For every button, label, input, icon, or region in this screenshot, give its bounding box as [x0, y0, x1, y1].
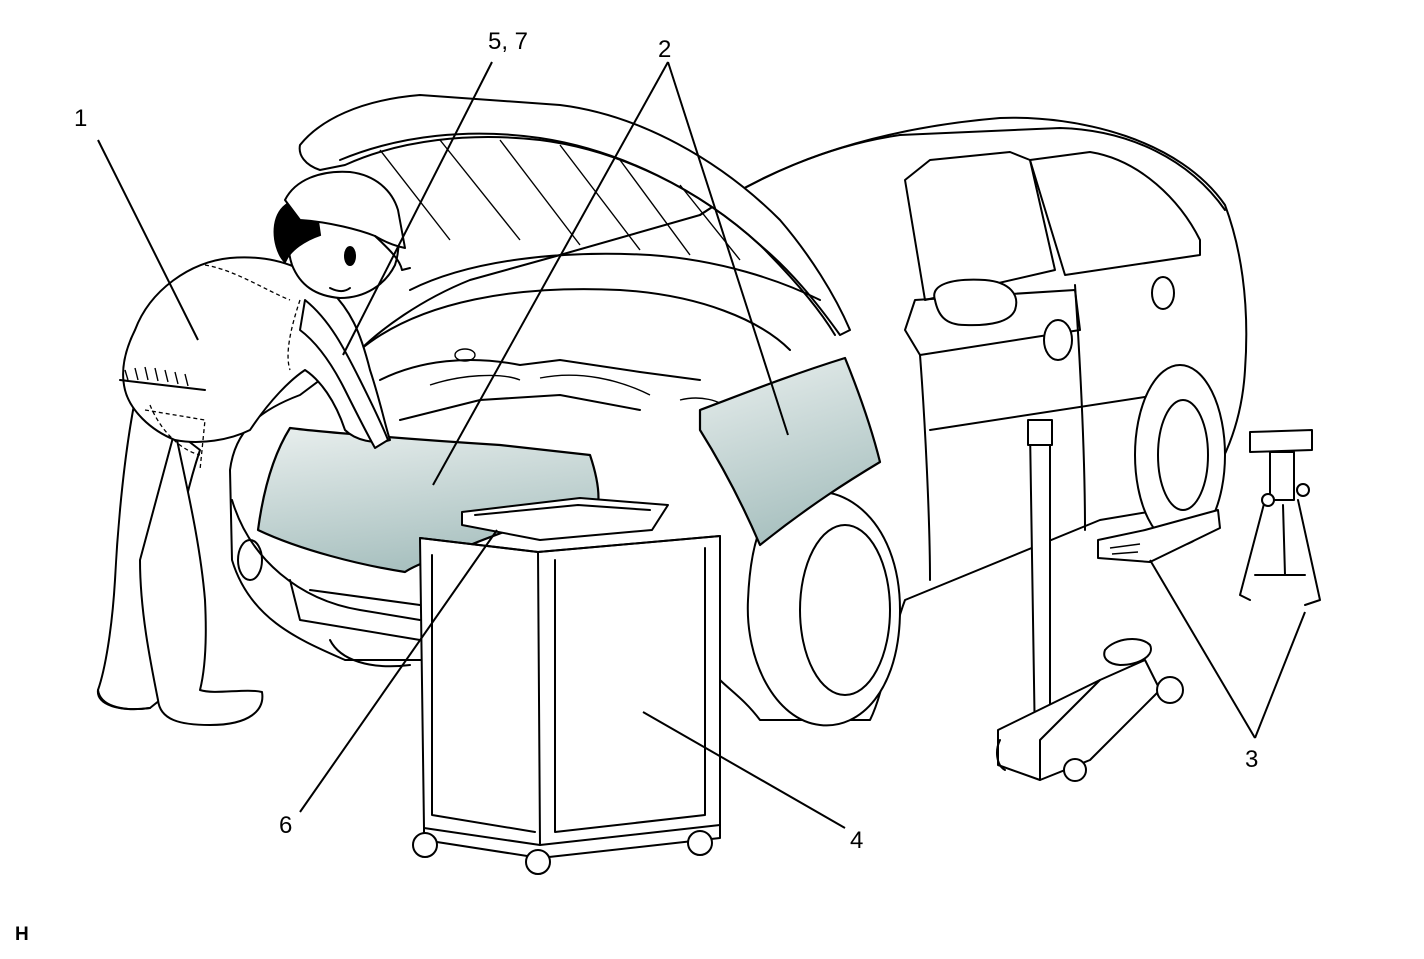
callout-3: 3: [1245, 746, 1259, 773]
wheel-chock-icon: [1097, 509, 1221, 563]
callout-5-7: 5, 7: [488, 28, 529, 55]
corner-mark: H: [15, 924, 29, 945]
leader-lines: [97, 61, 1306, 829]
callout-4: 4: [850, 827, 864, 854]
fender-cover-icon: [698, 356, 882, 547]
parts-cart-icon: [412, 535, 721, 875]
grille-cover-icon: [256, 426, 600, 574]
callout-6: 6: [279, 812, 293, 839]
parts-tray-icon: [461, 497, 669, 541]
floor-jack-icon: [996, 419, 1184, 782]
callout-2: 2: [658, 36, 672, 63]
callout-1: 1: [74, 105, 88, 132]
jack-stand-icon: [1239, 429, 1321, 606]
technician-icon: [96, 170, 411, 726]
